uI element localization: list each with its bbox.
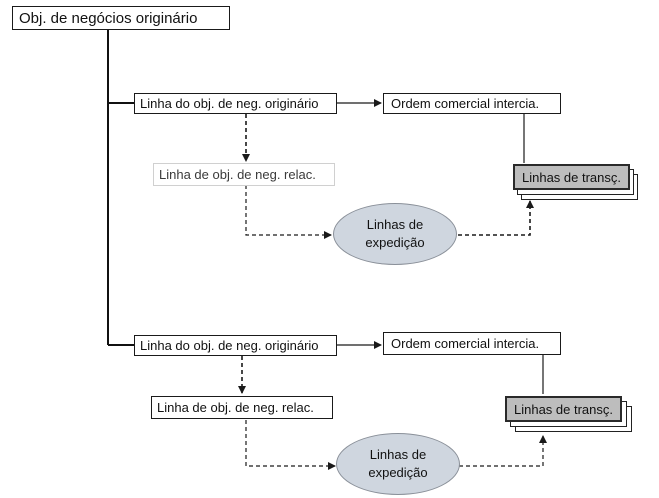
ellipse-label-line2: expedição bbox=[368, 465, 428, 480]
related-line-box-1: Linha de obj. de neg. relac. bbox=[153, 163, 335, 186]
exped-to-trans-arrow-1 bbox=[458, 200, 534, 236]
expedition-lines-ellipse-2: Linhas de expedição bbox=[336, 433, 460, 495]
intercompany-order-box-1: Ordem comercial intercia. bbox=[383, 93, 561, 114]
root-business-object: Obj. de negócios originário bbox=[12, 6, 230, 30]
transactions-stack-1: Linhas de transç. bbox=[513, 164, 638, 202]
transactions-box-1: Linhas de transç. bbox=[513, 164, 630, 190]
related-line-box-2: Linha de obj. de neg. relac. bbox=[151, 396, 333, 419]
transactions-box-2: Linhas de transç. bbox=[505, 396, 622, 422]
intercompany-order-box-2: Ordem comercial intercia. bbox=[383, 332, 561, 355]
ellipse-label-line2: expedição bbox=[365, 235, 425, 250]
ellipse-label-line1: Linhas de bbox=[369, 447, 427, 463]
origin-line-box-1: Linha do obj. de neg. originário bbox=[134, 93, 337, 114]
ellipse-label-line1: Linhas de bbox=[366, 217, 424, 233]
exped-to-trans-arrow-2 bbox=[459, 435, 547, 467]
expedition-lines-ellipse-1: Linhas de expedição bbox=[333, 203, 457, 265]
relac-to-exped-arrow-1 bbox=[245, 185, 332, 239]
transactions-stack-2: Linhas de transç. bbox=[505, 396, 632, 434]
origin-line-box-2: Linha do obj. de neg. originário bbox=[134, 335, 337, 356]
relac-to-exped-arrow-2 bbox=[245, 420, 336, 470]
